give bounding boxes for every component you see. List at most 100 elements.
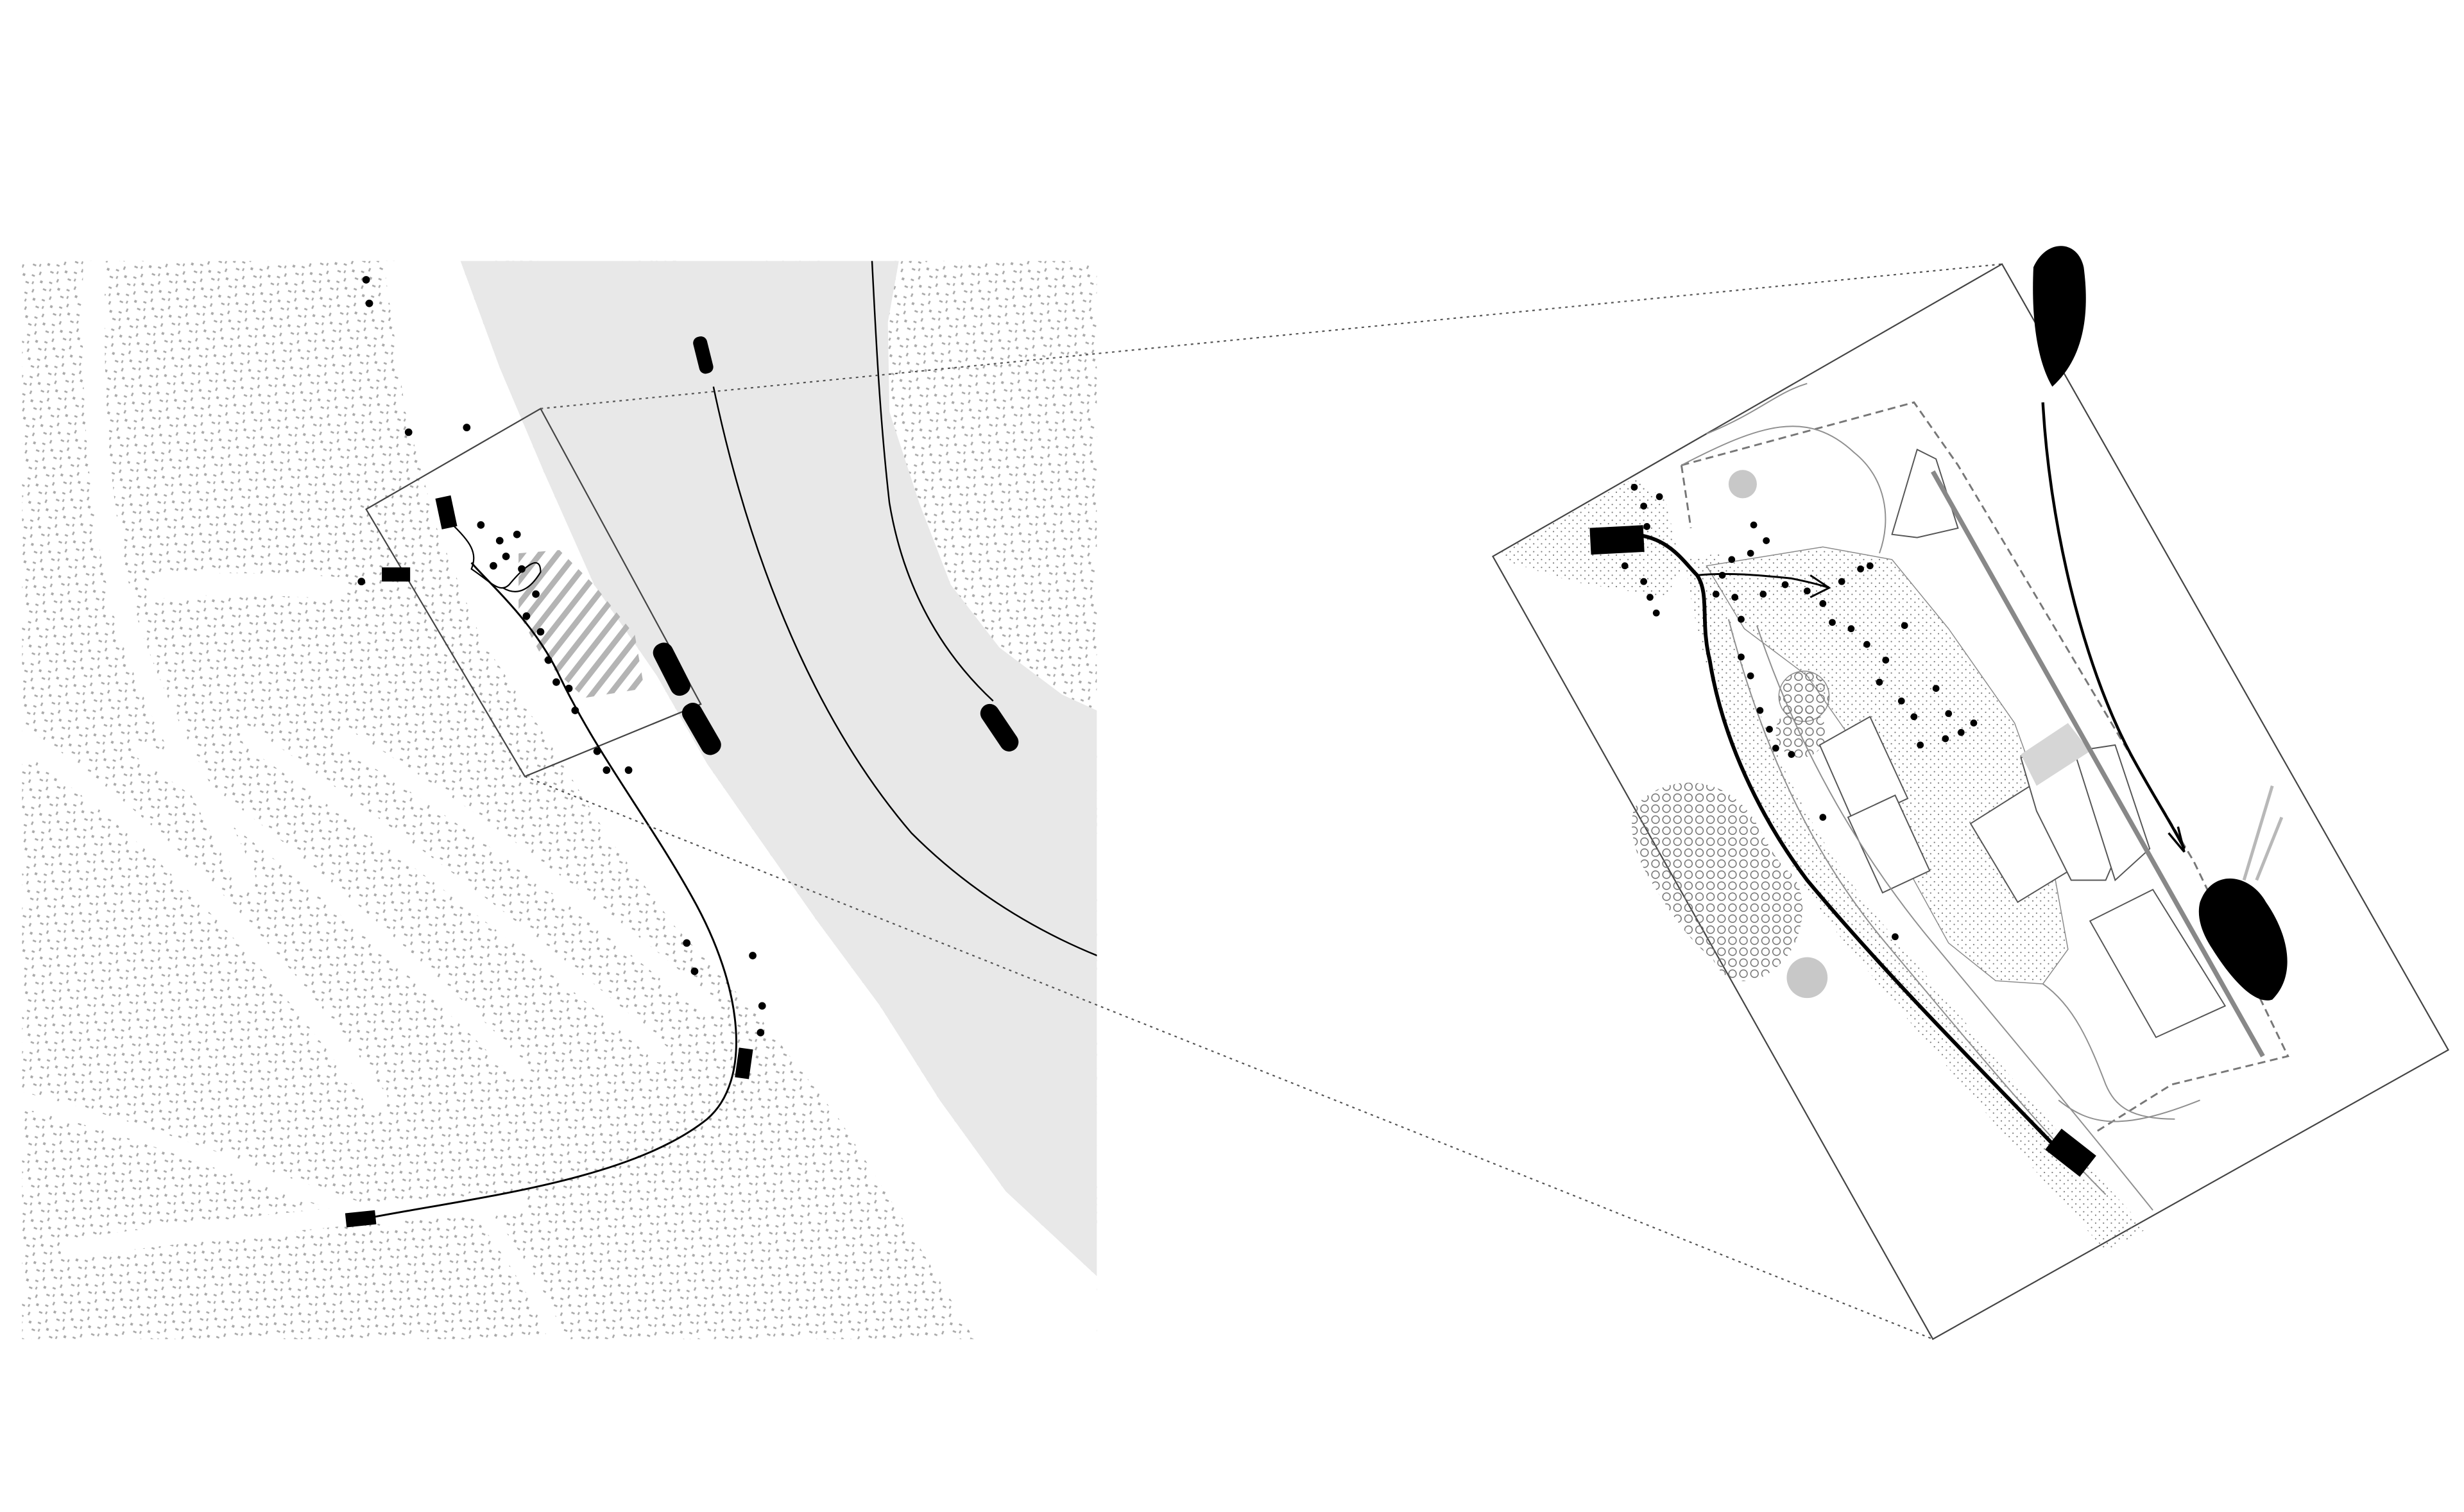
boat-icon	[681, 702, 721, 755]
tree-dot	[544, 656, 552, 664]
tree-dot	[603, 766, 611, 774]
tree-dot	[536, 628, 545, 636]
route-arrowhead-detail	[1810, 574, 1831, 598]
tree-dot	[1942, 735, 1949, 743]
tree-dot	[522, 612, 531, 620]
tree-dot	[749, 952, 757, 959]
tree-dot	[404, 428, 413, 436]
tree-dot	[495, 537, 504, 545]
tree-dot	[1621, 562, 1629, 570]
boundary-edge	[1680, 465, 1692, 529]
tree-dot	[552, 678, 560, 686]
boat-icon	[980, 703, 1019, 752]
tree-dot	[1863, 640, 1870, 648]
tree-dot	[593, 747, 601, 755]
vehicle-icon	[735, 1047, 753, 1079]
tree-dot	[1819, 600, 1827, 607]
quay-edge	[1931, 470, 2265, 1058]
tree-dot	[357, 578, 366, 586]
tree-dot	[758, 1002, 766, 1010]
tree-dot	[1910, 713, 1918, 721]
tree-dot	[1917, 741, 1924, 749]
tree-dot	[1838, 578, 1845, 585]
tree-dot	[1763, 537, 1770, 544]
projection-line-bottom	[524, 775, 1933, 1340]
tree-dots-overview	[357, 276, 766, 1036]
tree-canopy	[1775, 707, 1826, 758]
tree-dot	[1866, 562, 1874, 570]
tree-dot	[1788, 751, 1795, 758]
tree-dot	[1640, 578, 1648, 585]
tree-dot	[1747, 672, 1754, 680]
tree-dot	[624, 766, 633, 774]
access-road-band	[1684, 553, 2147, 1251]
tree-dot	[1957, 728, 1965, 736]
tree-dot	[690, 967, 699, 975]
parking-loop	[449, 521, 542, 592]
tree-dot	[1772, 744, 1779, 752]
tree-dot	[1652, 609, 1660, 617]
building-outlines	[1818, 449, 2227, 1038]
tree-dot	[1901, 622, 1908, 630]
tree-dot	[463, 424, 471, 432]
tree-dot	[1970, 719, 1978, 726]
boat-icon-large	[2198, 878, 2288, 1001]
tree-dot	[362, 276, 370, 284]
road-diagonal-4	[242, 729, 670, 1063]
tree-dot	[365, 299, 373, 307]
contour-line	[1681, 425, 1887, 554]
tree-dot	[1747, 549, 1754, 557]
building-outline	[2073, 744, 2151, 882]
projection-lines	[524, 263, 2003, 1340]
contour-line	[1727, 619, 2107, 1195]
tree-canopy	[1728, 470, 1757, 499]
tree-dot	[1829, 619, 1836, 626]
vehicle-icon	[345, 1210, 377, 1228]
boat-icon	[693, 336, 714, 374]
tree-dot	[1630, 483, 1638, 491]
tree-dot	[1892, 933, 1899, 941]
contour-line	[2058, 1099, 2200, 1122]
tree-dot	[1819, 814, 1827, 821]
tree-cluster-large	[1632, 782, 1802, 981]
tree-dot	[571, 707, 579, 714]
tree-dot	[1781, 581, 1789, 588]
tree-dot	[518, 565, 526, 573]
overview-map	[22, 170, 1097, 1339]
tree-dot	[532, 590, 540, 598]
tree-dot	[757, 1029, 765, 1036]
crane-shadow	[2242, 785, 2284, 881]
road-network	[22, 261, 717, 1339]
tree-dot	[1803, 587, 1811, 595]
tree-dot	[1640, 503, 1648, 510]
riverbank-strip	[383, 261, 1097, 1339]
road-lower-3	[463, 1192, 565, 1339]
route-arrowhead-boat	[2168, 826, 2186, 853]
tree-dot	[1728, 556, 1736, 563]
tree-dot	[1738, 615, 1745, 623]
vehicle-route-detail	[1618, 532, 2073, 1165]
route-arrowhead-1	[861, 170, 874, 183]
tree-dot	[1656, 493, 1663, 501]
tree-dots-detail	[1621, 483, 1978, 941]
road-diagonal-2	[22, 727, 388, 1112]
detail-plan	[1492, 246, 2450, 1341]
vehicle-icon	[2045, 1128, 2096, 1177]
road-diagonal-1	[146, 573, 348, 599]
building-outline	[1847, 794, 1931, 894]
tree-dot	[1750, 521, 1758, 529]
boat-icons	[653, 336, 1019, 755]
tree-dot	[1738, 653, 1745, 661]
tree-dot	[1945, 710, 1953, 717]
tree-dot	[1847, 625, 1855, 633]
boat-route-1	[712, 386, 1097, 957]
road-lower-2	[60, 1194, 528, 1258]
contour-lines	[1681, 382, 2200, 1211]
river-water	[460, 261, 1097, 1276]
tree-dot	[565, 684, 573, 692]
tree-dot	[477, 521, 485, 529]
boat-route-detail	[2041, 402, 2186, 850]
boat-icon-large	[2033, 246, 2086, 387]
